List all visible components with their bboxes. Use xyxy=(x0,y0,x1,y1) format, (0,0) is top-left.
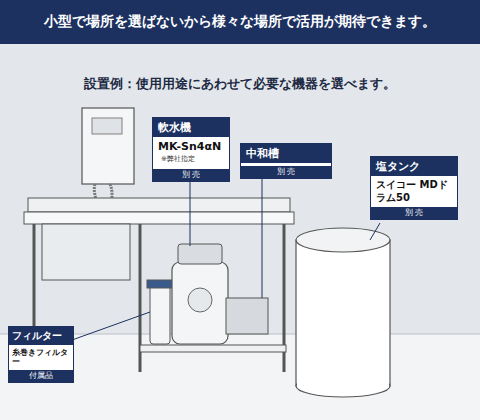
callout-body: スイコー MDドラム50 xyxy=(371,176,457,204)
filter-cap xyxy=(147,280,173,288)
banner-title: 小型で場所を選ばないから様々な場所で活用が期待できます。 xyxy=(0,0,480,44)
softener-window xyxy=(188,288,212,312)
wall xyxy=(0,44,480,334)
callout-heading: 塩タンク xyxy=(371,157,457,176)
water-softener xyxy=(172,262,228,344)
subtitle: 設置例：使用用途にあわせて必要な機器を選べます。 xyxy=(0,76,480,93)
callout-body: 糸巻きフィルター xyxy=(9,345,73,367)
softener-head xyxy=(178,244,222,264)
neutralizer-tank xyxy=(226,298,268,334)
callout-tag: 別 売 xyxy=(241,166,331,178)
leader-line xyxy=(370,223,380,240)
lower-shelf xyxy=(140,345,286,352)
control-box xyxy=(82,108,134,184)
counter xyxy=(24,212,294,224)
filter-cartridge xyxy=(150,284,170,344)
control-panel xyxy=(92,118,122,134)
backsplash xyxy=(28,198,290,212)
callout-box: 軟水機MK-Sn4αN※弊社指定別 売 xyxy=(152,117,230,182)
callout-box: フィルター糸巻きフィルター付属品 xyxy=(8,326,74,383)
drum-top xyxy=(296,228,390,252)
leader-line xyxy=(262,175,263,298)
callout-heading: 軟水機 xyxy=(153,118,229,137)
leader-line xyxy=(190,182,191,246)
sink-basin xyxy=(42,224,130,280)
callout-tag: 別 売 xyxy=(153,169,229,181)
callout-body: MK-Sn4αN xyxy=(153,137,229,154)
leader-line xyxy=(72,312,150,340)
callout-tag: 付属品 xyxy=(9,370,73,382)
callout-heading: フィルター xyxy=(9,327,73,345)
callout-note: ※弊社指定 xyxy=(153,154,229,166)
callout-tag: 別 売 xyxy=(371,207,457,219)
drum-fill xyxy=(297,240,389,386)
callout-box: 中和槽別 売 xyxy=(240,143,332,179)
callout-box: 塩タンクスイコー MDドラム50 別 売 xyxy=(370,156,458,220)
salt-drum xyxy=(296,240,390,386)
callout-heading: 中和槽 xyxy=(241,144,331,163)
